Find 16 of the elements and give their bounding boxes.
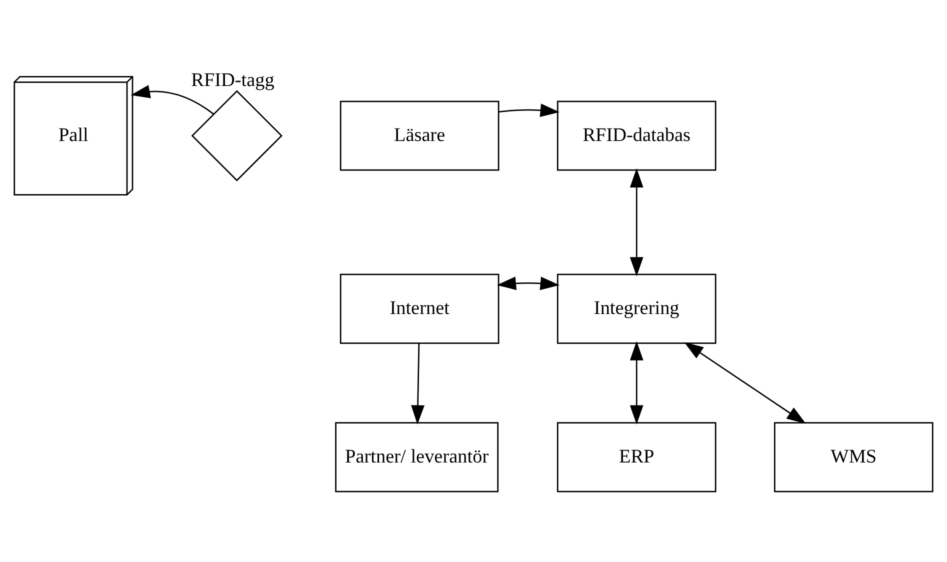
arrow [498, 104, 560, 117]
node-box: Internet [340, 274, 500, 344]
arrow [630, 341, 644, 424]
node-diamond [191, 90, 283, 182]
arrow [130, 84, 214, 115]
arrow [411, 343, 425, 424]
node-label: RFID-tagg [191, 70, 274, 91]
arrow [496, 276, 560, 290]
arrow [630, 168, 644, 276]
node-box: WMS [774, 422, 934, 492]
node-box: ERP [556, 422, 716, 492]
node-box: Integrering [556, 274, 716, 344]
node-box: RFID-databas [556, 100, 716, 171]
node-box: Läsare [340, 100, 500, 171]
node-box: Partner/ leverantör [335, 422, 499, 492]
arrow [684, 342, 806, 424]
